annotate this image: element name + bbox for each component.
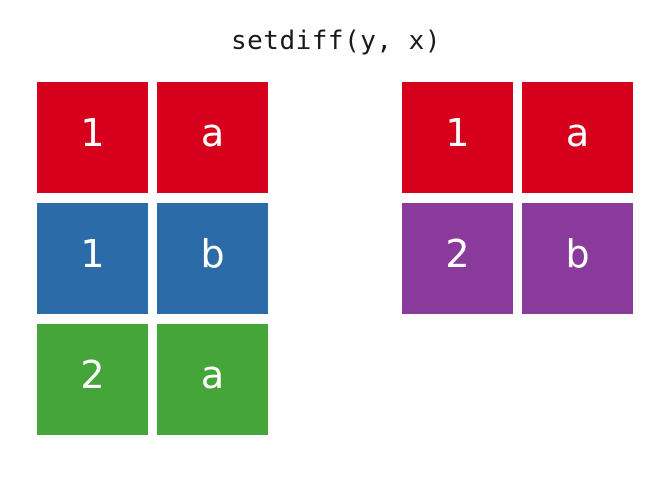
table-cell: 1: [402, 82, 513, 193]
table-cell: 2: [37, 324, 148, 435]
page-title: setdiff(y, x): [231, 26, 441, 56]
table-cell: a: [522, 82, 633, 193]
cell-value: a: [565, 111, 590, 155]
cell-value: 2: [80, 353, 105, 397]
cell-value: 1: [80, 232, 105, 276]
cell-value: a: [200, 111, 225, 155]
table-cell: 2: [402, 203, 513, 314]
cell-value: 1: [445, 111, 470, 155]
cell-value: b: [565, 232, 590, 276]
table-cell: 1: [37, 82, 148, 193]
table-cell: b: [157, 203, 268, 314]
table-cell: a: [157, 82, 268, 193]
cell-value: a: [200, 353, 225, 397]
cell-value: 2: [445, 232, 470, 276]
cell-value: b: [200, 232, 225, 276]
table-cell: a: [157, 324, 268, 435]
table-cell: 1: [37, 203, 148, 314]
cell-value: 1: [80, 111, 105, 155]
table-cell: b: [522, 203, 633, 314]
